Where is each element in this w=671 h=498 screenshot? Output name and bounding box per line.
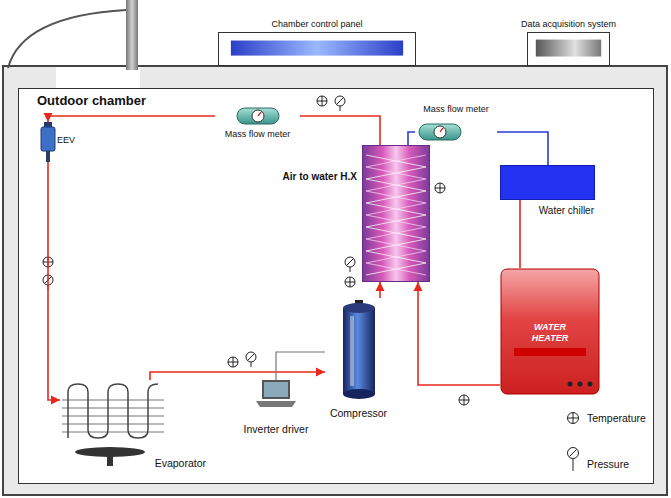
expansion-valve: EEV: [36, 122, 76, 162]
arrow-head: [376, 282, 385, 291]
panel-screen: [219, 33, 415, 65]
chamber-frame: [3, 66, 667, 495]
part-label: Water chiller: [539, 205, 594, 217]
panel-label: Data acquisition system: [521, 19, 616, 30]
pipe-line: [408, 132, 415, 145]
pipe-connector: [497, 132, 548, 165]
water-heater: WATER HEATER: [500, 268, 600, 395]
control-panel: Chamber control panel: [218, 32, 416, 66]
legend-label: Temperature: [587, 412, 646, 425]
data-acquisition-box: Data acquisition system: [527, 32, 610, 66]
pressure-symbol: [565, 446, 581, 472]
mass-flow-meter: Mass flow meter: [415, 104, 497, 144]
part-label: Evaporator: [155, 457, 206, 470]
part-label: Air to water H.X: [283, 171, 357, 183]
meter-icon: [236, 107, 280, 125]
panel-label: Chamber control panel: [271, 19, 362, 30]
arrow-head: [44, 113, 53, 122]
monitor-screen: [528, 33, 609, 65]
pipe-line: [48, 162, 60, 400]
heat-exchanger: Air to water H.X: [362, 145, 430, 282]
part-label: Inverter driver: [244, 423, 309, 436]
pipe-line: [276, 352, 325, 380]
pipe-connector: [520, 200, 521, 268]
arrow-head: [414, 282, 423, 291]
arrow-head: [316, 368, 325, 377]
evaporator-coil: Evaporator: [60, 380, 210, 475]
antenna-pole: [8, 0, 138, 70]
legend-item: Pressure: [565, 446, 665, 472]
part-label: EEV: [57, 135, 75, 146]
water-chiller: Water chiller: [500, 165, 595, 200]
sensor-symbols: [43, 96, 469, 405]
coil-and-fan: [60, 380, 210, 470]
legend-item: Temperature: [565, 410, 665, 436]
legend-label: Pressure: [587, 458, 629, 471]
part-label: Compressor: [330, 407, 387, 420]
arrow-head: [51, 396, 60, 405]
laptop-icon: [256, 380, 296, 408]
pipe-connector: [300, 116, 380, 145]
part-label: Mass flow meter: [423, 104, 489, 115]
outdoor-chamber: Outdoor chamberEEVMass flow meterMass fl…: [18, 88, 654, 484]
inverter-laptop: Inverter driver: [236, 380, 316, 436]
pipe-connector: [48, 162, 60, 405]
mass-flow-meter: Mass flow meter: [215, 104, 300, 144]
pipe-line: [48, 116, 215, 122]
pipe-line: [497, 132, 548, 165]
pipe-line: [519, 200, 521, 268]
pipe-line: [150, 372, 325, 380]
pipe-connector: [44, 113, 216, 122]
valve-icon: [36, 122, 60, 162]
pipe-connector: [276, 352, 325, 380]
compressor: Compressor: [325, 298, 392, 420]
pipe-connector: [376, 282, 385, 298]
pipe-connector: [150, 368, 325, 381]
meter-icon: [418, 123, 462, 141]
compressor-cylinder: [341, 300, 377, 400]
temperature-symbol: [565, 410, 581, 426]
part-label: Mass flow meter: [225, 129, 291, 140]
pipe-line: [418, 282, 500, 385]
pipe-connector: [408, 132, 415, 145]
heater-label: WATER HEATER: [518, 322, 582, 344]
exchanger-body: [362, 145, 430, 282]
chamber-heading: Outdoor chamber: [37, 93, 146, 109]
pipe-line: [300, 116, 380, 145]
pipe-connector: [414, 282, 501, 385]
